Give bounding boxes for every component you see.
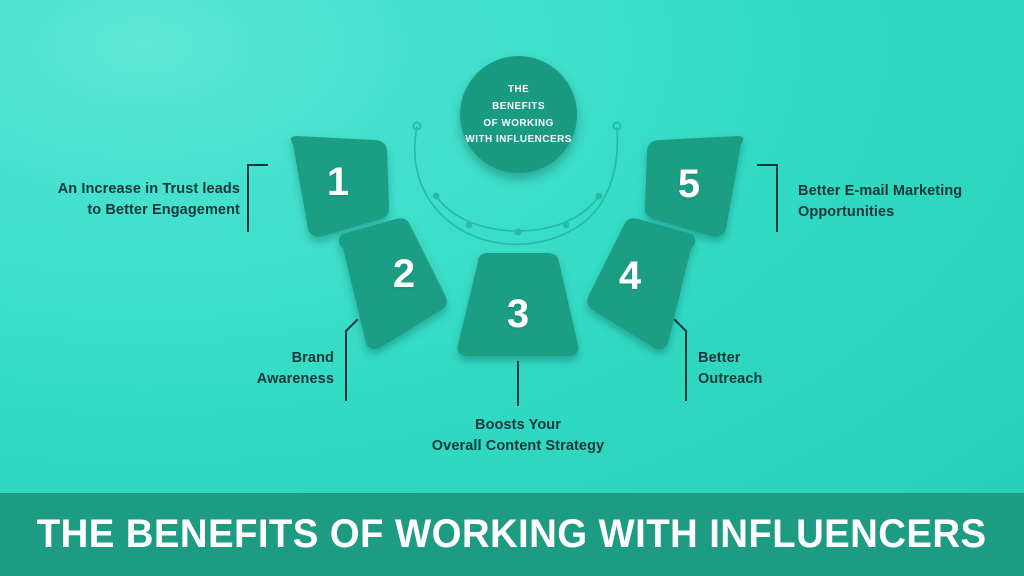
callout-4-line-2: Outreach (698, 371, 763, 388)
segment-number-2: 2 (392, 252, 416, 296)
callout-3-line-1: Boosts Your (475, 417, 561, 433)
segment-number-1: 1 (326, 160, 350, 204)
center-hub-text: THE BENEFITS OF WORKING WITH INFLUENCERS (465, 81, 571, 147)
segment-3[interactable] (457, 253, 579, 356)
callout-label-3: Boosts Your Overall Content Strategy (368, 415, 668, 457)
segment-number-5: 5 (677, 162, 701, 206)
callout-label-5: Better E-mail Marketing Opportunities (798, 181, 1018, 223)
center-hub-line-1: THE (507, 83, 530, 96)
callout-5-line-2: Opportunities (798, 204, 895, 221)
center-hub-line-2: BENEFITS (492, 99, 545, 112)
center-hub[interactable]: THE BENEFITS OF WORKING WITH INFLUENCERS (460, 56, 577, 173)
callout-label-4: Better Outreach (698, 348, 902, 390)
callout-label-2: Brand Awareness (130, 348, 334, 390)
segment-number-3: 3 (506, 292, 530, 336)
callout-2-line-1: Brand (291, 350, 334, 366)
banner-title: THE BENEFITS OF WORKING WITH INFLUENCERS (37, 512, 987, 556)
center-hub-line-3: OF WORKING (483, 116, 554, 129)
callout-1-line-2: to Better Engagement (87, 202, 240, 219)
segment-number-4: 4 (618, 254, 642, 298)
bottom-banner: THE BENEFITS OF WORKING WITH INFLUENCERS (0, 493, 1024, 576)
callout-1-line-1: An Increase in Trust leads (57, 181, 240, 197)
callout-5-line-1: Better E-mail Marketing (798, 183, 963, 199)
center-hub-line-4: WITH INFLUENCERS (465, 133, 572, 146)
callout-label-1: An Increase in Trust leads to Better Eng… (20, 179, 240, 221)
segment-1[interactable] (290, 136, 390, 237)
callout-2-line-2: Awareness (256, 371, 334, 388)
callout-3-line-2: Overall Content Strategy (431, 438, 605, 455)
segment-4[interactable] (587, 218, 696, 350)
segment-5[interactable] (644, 136, 744, 237)
segment-2[interactable] (338, 218, 447, 350)
callout-4-line-1: Better (698, 350, 741, 366)
